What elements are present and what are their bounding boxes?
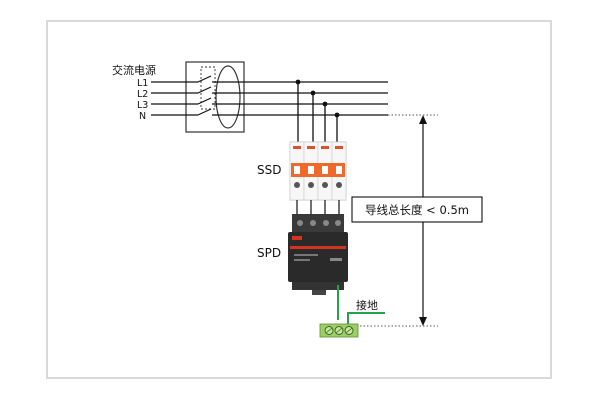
ssd-spd-wires xyxy=(296,200,340,214)
line-label-l1: L1 xyxy=(137,78,148,89)
power-source-label: 交流电源 xyxy=(112,63,156,77)
ground-lead xyxy=(347,312,385,325)
dimension-arrow-top xyxy=(419,115,427,124)
ground-terminal-block xyxy=(319,323,359,338)
ssd-breaker xyxy=(289,141,347,201)
drop-wires xyxy=(297,82,338,145)
power-source-ellipse xyxy=(215,65,241,129)
dimension-arrow-bottom xyxy=(419,317,427,326)
line-label-l2: L2 xyxy=(137,89,148,100)
power-source-box xyxy=(185,61,245,133)
measurement-label: 导线总长度 < 0.5m xyxy=(365,203,469,217)
line-label-l3: L3 xyxy=(137,100,148,111)
line-label-n: N xyxy=(139,111,146,122)
source-switches xyxy=(197,75,212,116)
spd-label: SPD xyxy=(257,246,281,260)
incoming-wires xyxy=(151,81,198,116)
measurement-box xyxy=(351,196,483,223)
junction-dots xyxy=(295,79,340,118)
ground-label: 接地 xyxy=(356,299,378,312)
ssd-label: SSD xyxy=(257,163,281,177)
spd-device xyxy=(288,214,348,295)
